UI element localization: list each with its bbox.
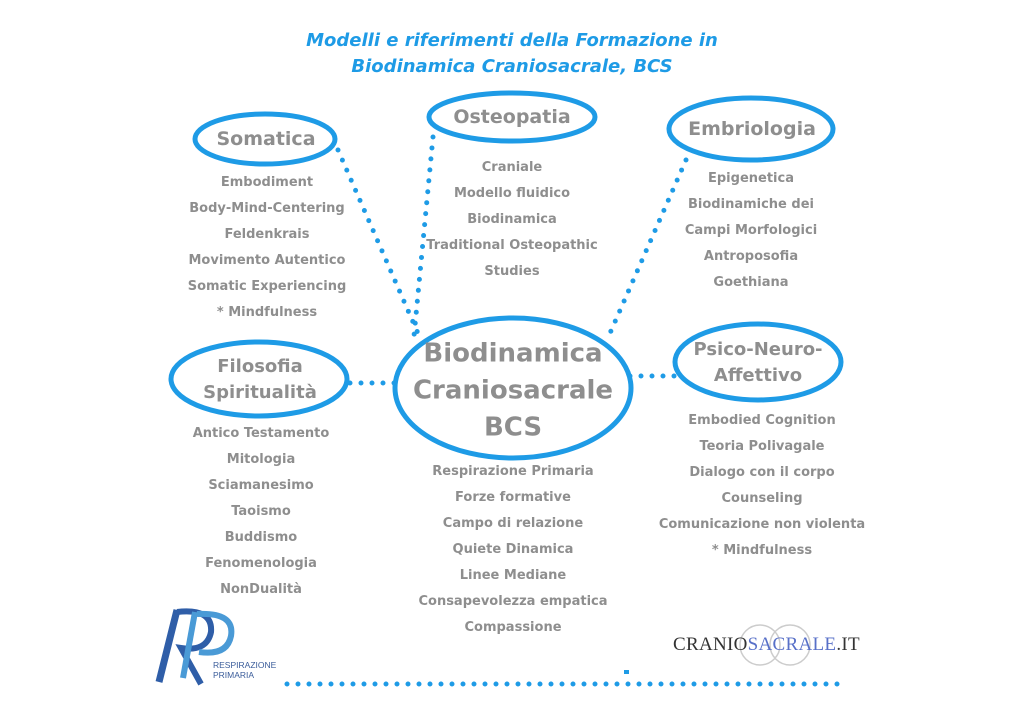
title-line-2: Biodinamica Craniosacrale, BCS bbox=[351, 56, 673, 77]
list-item: Linee Mediane bbox=[459, 568, 567, 583]
list-item: Antroposofia bbox=[703, 249, 799, 264]
list-item: * Mindfulness bbox=[216, 305, 318, 320]
list-item: Quiete Dinamica bbox=[452, 542, 574, 557]
rp-logo-mark bbox=[155, 608, 235, 686]
list-item: Teoria Polivagale bbox=[699, 439, 825, 454]
list-item: Traditional Osteopathic bbox=[426, 238, 598, 253]
node-embriologia: Embriologia bbox=[688, 118, 816, 140]
list-item: Counseling bbox=[721, 491, 803, 506]
center-line-1: Biodinamica bbox=[423, 338, 603, 369]
osteopatia-ellipse bbox=[426, 90, 598, 144]
psico-line-1: Psico-Neuro- bbox=[693, 339, 823, 360]
list-item: Campo di relazione bbox=[442, 516, 584, 531]
list-item: NonDualità bbox=[220, 582, 302, 597]
list-item: Respirazione Primaria bbox=[432, 464, 594, 479]
list-item: Campi Morfologici bbox=[684, 223, 818, 238]
connector-somatica bbox=[335, 147, 423, 341]
node-somatica: Somatica bbox=[216, 128, 316, 150]
list-item: Body-Mind-Centering bbox=[189, 201, 345, 216]
list-item: Embodied Cognition bbox=[688, 413, 836, 428]
list-item: Biodinamiche dei bbox=[688, 197, 814, 212]
list-item: Sciamanesimo bbox=[208, 478, 314, 493]
cs-logo-part-2: SACRALE bbox=[747, 634, 837, 655]
connector-embriologia bbox=[604, 157, 689, 343]
list-item: Mitologia bbox=[226, 452, 296, 467]
list-item: Epigenetica bbox=[707, 171, 794, 186]
embriologia-ellipse bbox=[666, 95, 836, 163]
list-item: * Mindfulness bbox=[711, 543, 813, 558]
psico-line-2: Affettivo bbox=[713, 365, 803, 386]
list-item: Craniale bbox=[481, 160, 543, 175]
list-item: Dialogo con il corpo bbox=[689, 465, 835, 480]
filosofia-line-1: Filosofia bbox=[217, 356, 303, 377]
list-item: Somatic Experiencing bbox=[187, 279, 347, 294]
rp-logo-line-1: RESPIRAZIONE bbox=[213, 660, 277, 670]
list-item: Movimento Autentico bbox=[188, 253, 346, 268]
list-item: Comunicazione non violenta bbox=[658, 517, 866, 532]
list-item: Feldenkrais bbox=[224, 227, 310, 242]
center-ellipse bbox=[392, 315, 634, 461]
list-item: Fenomenologia bbox=[205, 556, 317, 571]
center-line-2: Craniosacrale bbox=[412, 375, 614, 406]
somatica-ellipse bbox=[192, 111, 338, 167]
list-item: Compassione bbox=[464, 620, 562, 635]
node-psico: Psico-Neuro- Affettivo bbox=[693, 337, 822, 389]
list-item: Forze formative bbox=[455, 490, 571, 505]
list-item: Buddismo bbox=[224, 530, 298, 545]
node-osteopatia: Osteopatia bbox=[453, 106, 571, 128]
list-item: Antico Testamento bbox=[192, 426, 330, 441]
list-item: Goethiana bbox=[713, 275, 789, 290]
list-item: Modello fluidico bbox=[453, 186, 571, 201]
cs-logo-circles bbox=[739, 624, 811, 666]
title-line-1: Modelli e riferimenti della Formazione i… bbox=[306, 30, 718, 51]
cs-logo-part-3: .IT bbox=[836, 634, 860, 655]
list-item: Embodiment bbox=[220, 175, 314, 190]
connector-osteopatia bbox=[411, 134, 436, 339]
psico-ellipse bbox=[672, 321, 844, 403]
filosofia-ellipse bbox=[168, 339, 350, 419]
respirazione-primaria-logo: RESPIRAZIONE PRIMARIA bbox=[155, 608, 295, 688]
list-item: Consapevolezza empatica bbox=[418, 594, 608, 609]
center-line-3: BCS bbox=[483, 412, 543, 443]
node-center: Biodinamica Craniosacrale BCS bbox=[413, 336, 613, 447]
list-item: Biodinamica bbox=[467, 212, 557, 227]
node-filosofia: Filosofia Spiritualità bbox=[203, 354, 317, 406]
list-item: Taoismo bbox=[231, 504, 291, 519]
list-item: Studies bbox=[484, 264, 540, 279]
filosofia-line-2: Spiritualità bbox=[203, 382, 317, 403]
cs-logo-part-1: CRANIO bbox=[673, 634, 748, 655]
craniosacrale-logo: CRANIOSACRALE.IT bbox=[665, 620, 865, 670]
rp-logo-line-2: PRIMARIA bbox=[213, 670, 255, 680]
